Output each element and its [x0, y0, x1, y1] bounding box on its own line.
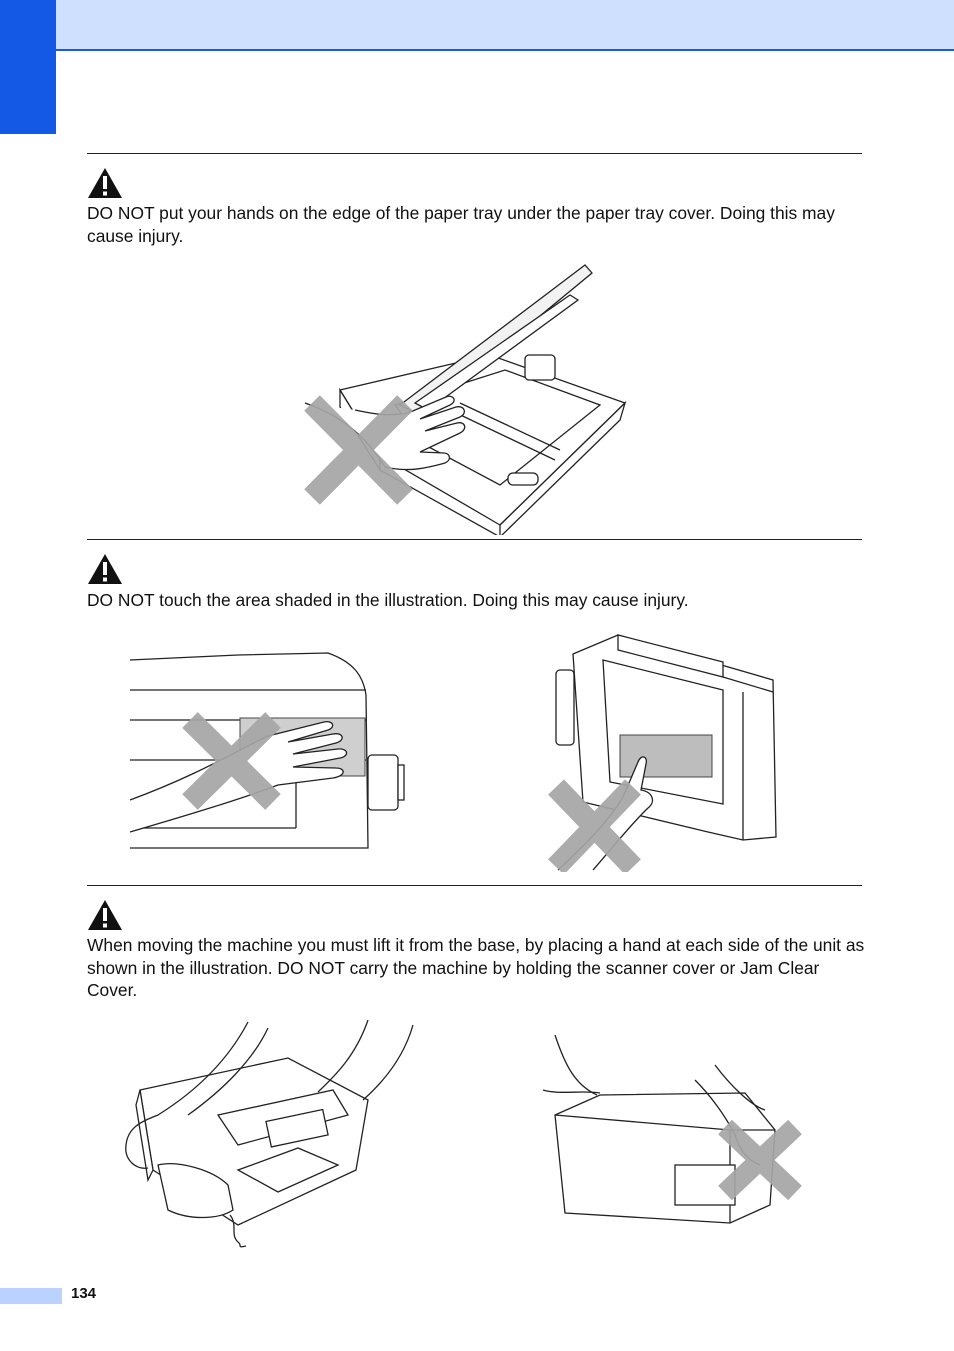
warning-triangle-icon: [88, 554, 122, 584]
paper-tray-illustration: [304, 264, 627, 535]
warning-text-paper-tray: DO NOT put your hands on the edge of the…: [87, 203, 835, 246]
machine-lift-incorrect-illustration: [542, 1035, 802, 1224]
warning-triangle-icon: [88, 900, 122, 930]
page-number-tab: [0, 1288, 62, 1304]
warning-text-shaded-area: DO NOT touch the area shaded in the illu…: [87, 590, 689, 610]
warning-text-moving-machine: When moving the machine you must lift it…: [87, 935, 865, 1000]
section-divider: [87, 539, 862, 540]
chapter-tab: [0, 0, 56, 134]
page-number: 134: [71, 1285, 97, 1302]
section-divider: [87, 153, 862, 154]
warning-triangle-icon: [88, 168, 122, 198]
header-band: [0, 0, 954, 51]
machine-side-illustration: [129, 652, 405, 849]
machine-rear-illustration: [548, 634, 777, 872]
machine-lift-correct-illustration: [125, 1020, 414, 1248]
section-divider: [87, 885, 862, 886]
